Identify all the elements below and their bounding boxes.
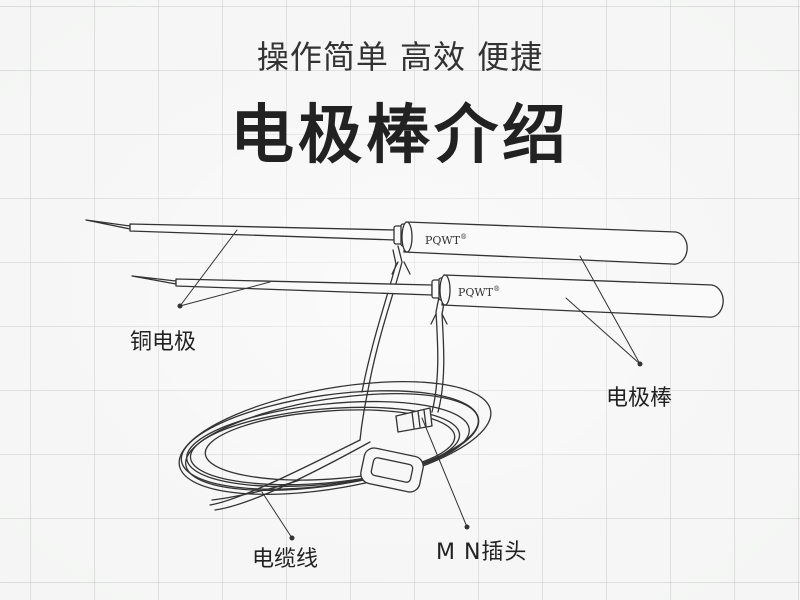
electrode-rod-bottom xyxy=(439,274,724,318)
label-copper-electrode: 铜电极 xyxy=(130,330,197,355)
callout-lines xyxy=(179,229,641,539)
brand-label-top: PQWT® xyxy=(425,233,467,247)
page-subtitle: 操作简单 高效 便捷 xyxy=(256,38,544,76)
label-mn-plug: M N插头 xyxy=(436,540,528,565)
electrode-rod-top xyxy=(401,221,688,265)
mn-plug-connector xyxy=(360,407,433,493)
page-title: 电极棒介绍 xyxy=(230,99,570,173)
label-cable: 电缆线 xyxy=(252,547,319,572)
copper-electrode-bottom xyxy=(131,275,447,301)
label-electrode-rod: 电极棒 xyxy=(606,386,673,411)
copper-electrode-top xyxy=(85,219,409,247)
brand-label-bottom: PQWT® xyxy=(458,285,500,299)
cable-coil xyxy=(178,380,492,511)
callout-dots xyxy=(177,303,643,541)
rod-leads xyxy=(359,245,448,441)
